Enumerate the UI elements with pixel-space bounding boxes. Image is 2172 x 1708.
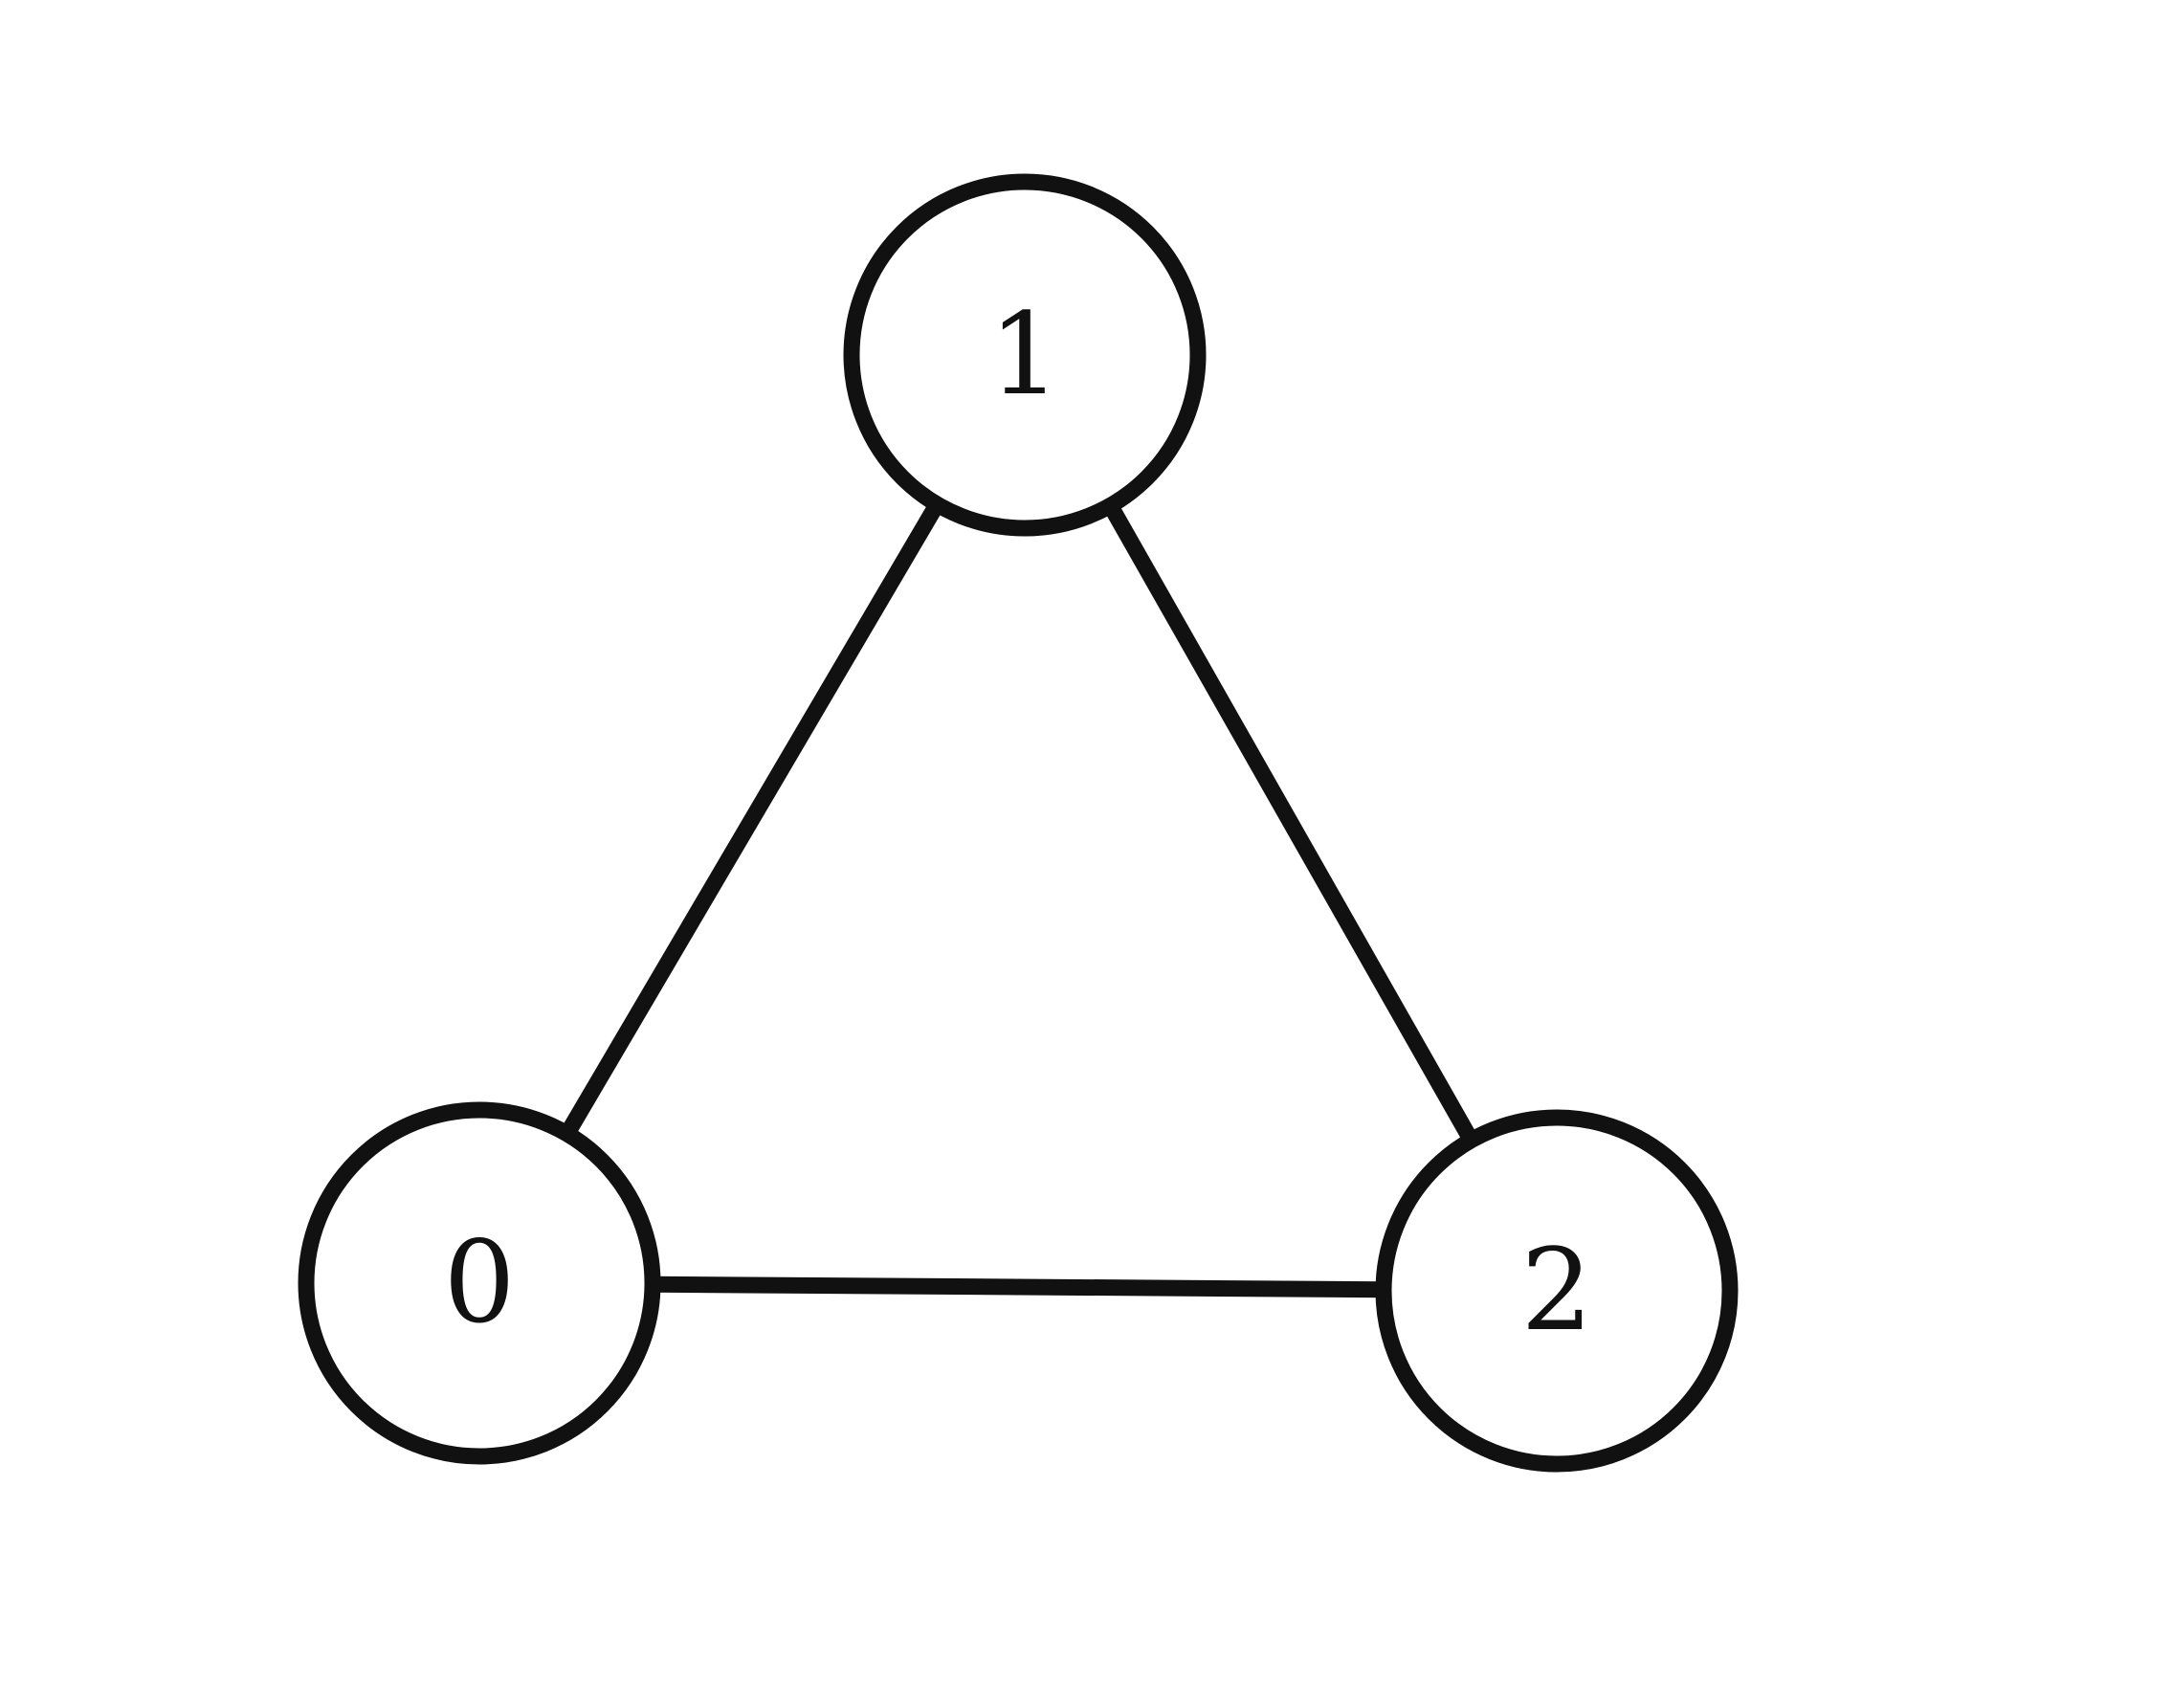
node-label: 0: [443, 1216, 515, 1348]
node-label: 1: [988, 288, 1060, 420]
edge-0-2: [652, 1275, 1385, 1298]
node-circle: [843, 173, 1207, 537]
node-label: 2: [1520, 1224, 1592, 1356]
node-2: 2: [1375, 1109, 1739, 1473]
edge-0-1: [560, 499, 944, 1139]
node-0: 0: [298, 1101, 661, 1465]
edge-1-2: [1103, 501, 1478, 1144]
node-circle: [298, 1101, 661, 1465]
node-1: 1: [843, 173, 1207, 537]
node-circle: [1375, 1109, 1739, 1473]
